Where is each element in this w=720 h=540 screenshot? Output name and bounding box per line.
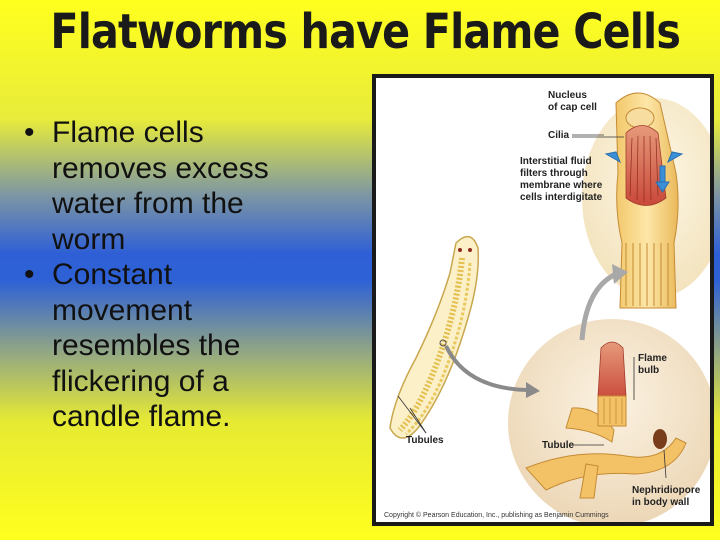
leader-lines	[397, 134, 667, 479]
label-flame-bulb-2: bulb	[638, 365, 659, 376]
label-fluid-3: membrane where	[520, 180, 603, 191]
bullet-line: Flame cells	[52, 116, 204, 149]
label-fluid-1: Interstitial fluid	[520, 156, 592, 167]
label-nucleus-2: of cap cell	[548, 102, 597, 113]
flatworm-icon	[389, 235, 480, 439]
bullet-line: water from the	[52, 187, 244, 220]
slide-title: Flatworms have Flame Cells	[50, 4, 681, 60]
bullet-line: flickering of a	[52, 364, 229, 398]
label-nephridiopore-2: in body wall	[632, 497, 689, 508]
label-fluid-2: filters through	[520, 168, 588, 179]
bullet-line: candle flame.	[52, 400, 231, 433]
label-fluid-4: cells interdigitate	[520, 192, 603, 203]
bullet-list: • Flame cells removes excess water from …	[22, 115, 367, 435]
bullet-line: resembles the	[52, 329, 241, 362]
bullet-line: removes excess	[52, 151, 269, 185]
flame-cell-diagram: Nucleus of cap cell Cilia Interstitial f…	[384, 90, 710, 522]
flame-cell-closeup	[582, 92, 710, 309]
arrow-icon	[444, 264, 628, 398]
bullet-line: worm	[52, 222, 126, 256]
bullet-line: movement	[52, 293, 193, 327]
bullet-item: • Flame cells removes excess water from …	[22, 115, 367, 257]
label-cilia: Cilia	[548, 130, 570, 141]
bullet-line: Constant	[52, 258, 173, 291]
copyright-text: Copyright © Pearson Education, Inc., pub…	[384, 511, 609, 519]
bullet-item: • Constant movement resembles the flicke…	[22, 257, 367, 435]
flame-bulb-closeup	[508, 319, 710, 522]
flame-cell-figure: Nucleus of cap cell Cilia Interstitial f…	[372, 74, 714, 526]
label-nucleus: Nucleus	[548, 90, 587, 101]
label-nephridiopore: Nephridiopore	[632, 485, 701, 496]
bullet-marker: •	[24, 116, 35, 149]
label-tubule: Tubule	[542, 440, 574, 451]
label-tubules: Tubules	[406, 435, 444, 446]
label-flame-bulb: Flame	[638, 353, 667, 364]
bullet-marker: •	[24, 258, 35, 291]
